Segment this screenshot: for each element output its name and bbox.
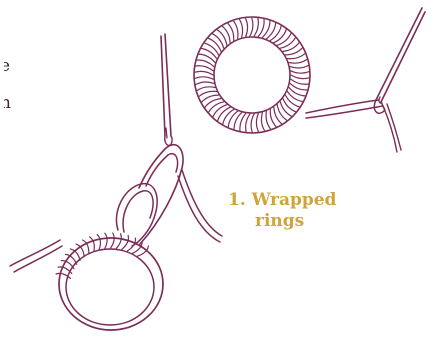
small-ring [56,233,163,330]
stitch [228,23,234,40]
large-wrapped-ring [194,17,310,133]
stitch [290,66,308,69]
stitch [240,19,243,37]
stitch [196,82,214,85]
figure-caption: 1. Wrapped rings [228,190,358,232]
stitch [256,114,258,132]
stitch [266,111,270,129]
stitch [261,113,264,131]
stitch [270,110,276,127]
stitch [105,233,107,248]
working-thread-loops [10,145,222,272]
stitch [90,237,95,251]
stitch [254,18,258,36]
stitch [195,77,213,79]
right-thread [306,100,401,152]
stitch [291,71,309,73]
stitch [285,48,302,55]
stitch [195,71,213,75]
stitch [250,18,253,36]
stitch [289,60,307,64]
stitch [291,75,309,79]
left-needle-icon [161,34,172,145]
stitch [122,235,129,249]
large-ring-inner-edge [214,37,290,113]
stitch [274,107,282,123]
small-ring-inner-edge [66,249,154,325]
stitch [97,235,100,250]
small-ring-outer-edge [59,238,163,330]
stitch [240,114,246,131]
stitch [111,233,115,248]
stitch [202,95,219,102]
large-ring-buttonhole-stitches [195,18,309,132]
right-needle-icon [374,8,425,113]
stitch [291,79,309,84]
stitch [251,114,254,132]
stitch [258,19,264,36]
stitch [116,234,121,249]
stitch [234,21,238,39]
caption-line-1: 1. Wrapped [228,190,336,210]
stitch [246,18,248,36]
stitch [197,87,215,91]
stitch [246,114,250,132]
large-ring-outer-edge [194,17,310,133]
stitch [222,26,230,42]
stitch [196,66,214,71]
caption-line-2: rings [228,211,358,232]
